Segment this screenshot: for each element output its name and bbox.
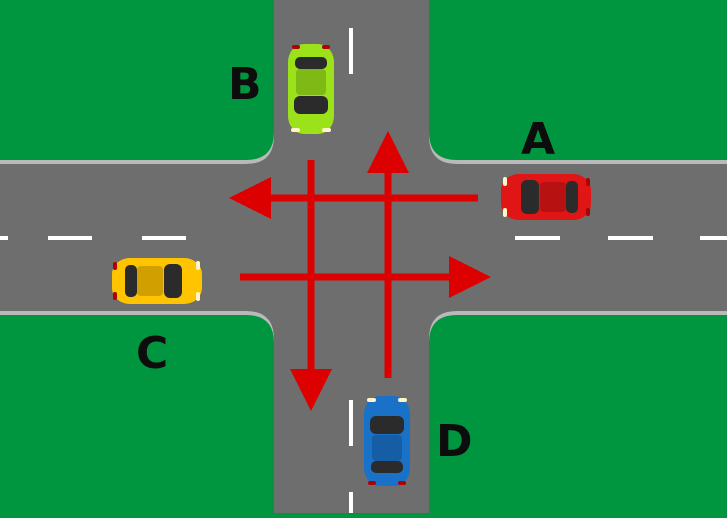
car-a-label: A bbox=[521, 114, 556, 165]
car-c-body bbox=[112, 258, 202, 304]
lane-markings bbox=[0, 28, 727, 513]
car-d bbox=[364, 396, 410, 486]
car-b-body bbox=[288, 44, 334, 134]
car-c-label: C bbox=[136, 328, 169, 379]
car-b bbox=[288, 44, 334, 134]
car-c bbox=[112, 258, 202, 304]
car-a-body bbox=[501, 174, 591, 220]
car-d-label: D bbox=[436, 416, 473, 467]
direction-arrows bbox=[229, 131, 491, 411]
car-a bbox=[501, 174, 591, 220]
car-b-label: B bbox=[228, 59, 262, 110]
car-d-body bbox=[364, 396, 410, 486]
